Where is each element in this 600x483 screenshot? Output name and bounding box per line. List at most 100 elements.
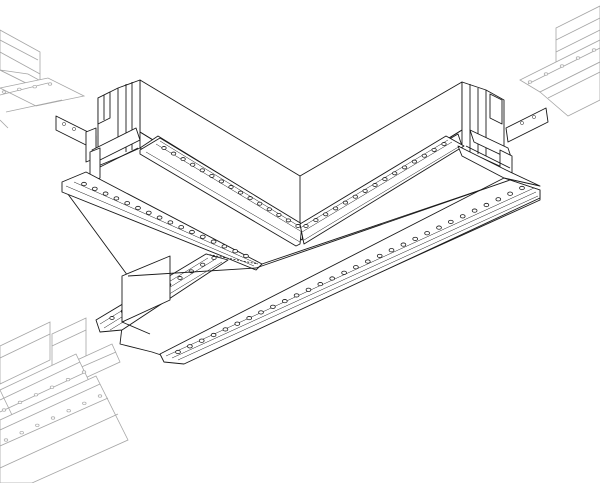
perforation-dot [198,338,205,343]
perforation-dot [66,409,71,413]
perforation-dot [436,225,442,230]
perforation-dot [47,82,53,86]
perforation-dot [135,205,141,211]
perforation-dot [257,201,263,206]
perforation-dot [109,316,115,320]
perforation-dot [171,151,177,156]
perforation-dot [392,171,398,176]
perforation-dot [17,400,23,405]
perforation-dot [258,310,264,315]
perforation-dot [295,224,301,228]
perforation-dot [246,316,253,321]
perforation-dot [323,212,329,217]
perforation-dot [178,225,185,230]
perforation-dot [352,194,358,199]
perforation-dot [519,185,525,191]
perforation-dot [471,208,478,213]
perforation-dot [342,200,348,205]
perforation-dot [228,185,234,189]
perforation-dot [1,90,7,94]
perforation-dot [189,229,195,235]
perforation-dot [81,181,87,187]
perforation-dot [412,236,419,241]
perforation-dot [1,408,7,412]
perforation-dot [180,157,186,162]
flange-back-right [299,135,465,245]
perforation-dot [543,72,549,76]
perforation-dot [341,270,347,275]
perforation-dot [424,231,430,236]
perforation-dot [559,64,565,68]
ghost-profile-top-right [519,5,600,117]
flange-back-left [139,137,303,247]
perforation-dot [211,256,217,260]
perforation-dot [238,190,244,195]
perforation-dot [591,48,597,52]
perforation-dot [190,162,196,167]
perforation-dot [177,276,183,280]
perforation-dot [459,214,466,219]
perforation-dot [49,385,55,389]
perforation-dot [82,401,87,405]
perforation-dot [199,168,205,173]
perforation-dot [329,276,336,281]
perforation-dot [507,191,513,196]
perforation-dot [372,183,378,187]
perforation-dot [175,349,181,355]
perforation-dot [167,220,174,225]
perforation-dot [221,244,228,249]
perforation-dot [281,299,288,304]
ghost-profile-top-left [0,29,86,129]
perforation-dot [97,394,103,398]
perforation-dot [210,332,217,338]
perforation-dot [495,197,502,202]
perforation-dot [332,206,339,211]
perforation-dot [50,416,56,420]
t-connector-profile [55,79,549,365]
perforation-dot [65,377,71,382]
end-bracket-right [461,81,549,181]
perforation-dot [527,80,533,84]
perforation-dot [276,212,282,217]
perforation-dot [19,431,24,435]
perforation-dot [161,146,167,150]
perforation-dot [35,423,40,427]
perforation-dot [209,173,215,178]
ghost-profile-bottom-left [0,317,129,483]
perforation-dot [382,177,388,182]
perforation-dot [388,248,395,253]
perforation-dot [218,179,224,184]
perforation-dot [247,196,253,201]
perforation-dot [362,188,368,193]
perforation-dot [483,202,490,208]
perforation-dot [400,242,407,247]
stem-wall [121,255,171,323]
perforation-dot [313,218,319,223]
perforation-dot [431,147,437,152]
perforation-dot [210,239,217,244]
perforation-dot [575,56,581,60]
perforation-dot [266,207,272,212]
perforation-dot [232,249,239,254]
perforation-dot [200,234,206,239]
perforation-dot [243,253,249,259]
perforation-dot [187,344,193,349]
end-bracket-left [55,79,141,183]
perforation-dot [156,215,163,220]
perforation-dot [285,218,291,223]
perforation-dot [305,287,312,292]
perforation-dot [401,165,408,170]
perforation-dot [303,224,309,228]
perforation-dot [124,201,130,206]
perforation-dot [353,265,359,270]
perforation-dot [102,191,109,196]
perforation-dot [376,253,383,258]
perforation-dot [200,262,206,267]
perforation-dot [33,393,39,397]
perforation-dot [421,153,427,158]
perforation-dot [17,87,22,91]
perforation-dot [270,304,276,309]
perforation-dot [411,159,417,164]
